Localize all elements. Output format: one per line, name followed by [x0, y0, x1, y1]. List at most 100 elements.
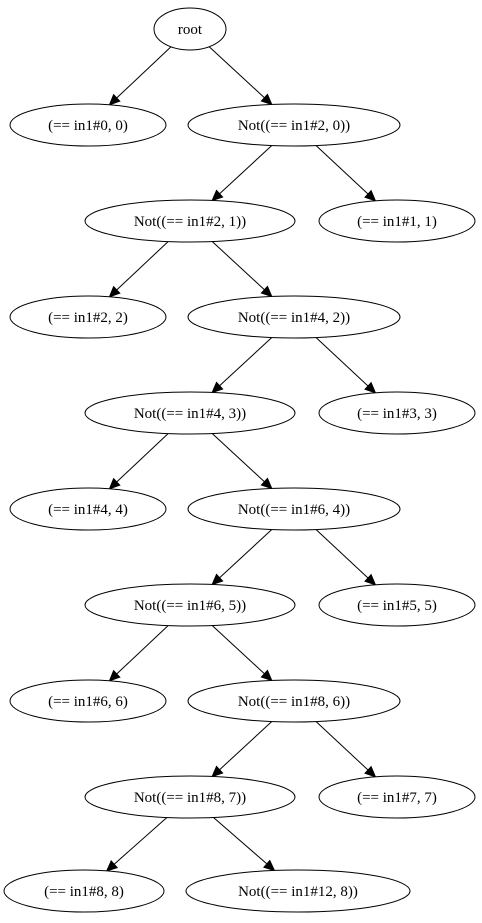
tree-node-not43: Not((== in1#4, 3)) [84, 391, 296, 435]
edge-not64-to-eq5 [315, 529, 377, 586]
node-ellipse [187, 103, 401, 147]
arrowhead-icon [263, 859, 276, 872]
node-ellipse [9, 103, 167, 147]
tree-node-not87: Not((== in1#8, 7)) [84, 775, 296, 819]
node-label: (== in1#4, 4) [48, 502, 128, 518]
tree-node-not20: Not((== in1#2, 0)) [187, 103, 401, 147]
node-ellipse [187, 679, 401, 723]
arrowhead-icon [260, 285, 273, 298]
edge-line [213, 817, 268, 865]
tree-node-not65: Not((== in1#6, 5)) [84, 583, 296, 627]
tree-node-not42: Not((== in1#4, 2)) [187, 295, 401, 339]
edge-not87-to-not128 [213, 817, 276, 872]
node-ellipse [84, 199, 296, 243]
node-ellipse [84, 583, 296, 627]
edge-line [116, 433, 169, 483]
arrowhead-icon [260, 477, 273, 490]
node-ellipse [187, 295, 401, 339]
node-label: (== in1#0, 0) [48, 118, 128, 134]
edge-line [116, 625, 169, 675]
tree-node-not86: Not((== in1#8, 6)) [187, 679, 401, 723]
arrowhead-icon [364, 573, 377, 586]
node-label: Not((== in1#6, 4)) [238, 502, 350, 518]
edge-not20-to-eq1 [315, 145, 377, 202]
edge-not20-to-not21 [211, 145, 273, 202]
node-label: Not((== in1#4, 2)) [238, 310, 350, 326]
edge-not65-to-not86 [211, 625, 273, 682]
edge-not86-to-eq7 [315, 721, 377, 778]
node-label: Not((== in1#4, 3)) [134, 406, 246, 422]
arrowhead-icon [108, 93, 121, 106]
arrowhead-icon [364, 765, 377, 778]
edge-not65-to-eq6 [108, 625, 169, 682]
edge-line [211, 625, 265, 675]
arrowhead-icon [108, 477, 121, 490]
arrowhead-icon [211, 381, 224, 394]
tree-node-eq5: (== in1#5, 5) [318, 583, 476, 627]
edge-not64-to-not65 [211, 529, 273, 586]
node-ellipse [3, 869, 165, 913]
node-label: root [178, 22, 203, 38]
edge-line [219, 529, 273, 579]
edge-not42-to-eq3 [315, 337, 377, 394]
node-label: Not((== in1#6, 5)) [134, 598, 246, 614]
arrowhead-icon [211, 573, 224, 586]
node-ellipse [9, 487, 167, 531]
tree-edges [105, 46, 377, 872]
edge-line [116, 241, 169, 291]
arrowhead-icon [364, 381, 377, 394]
node-ellipse [9, 295, 167, 339]
node-ellipse [185, 869, 411, 913]
tree-node-not64: Not((== in1#6, 4)) [187, 487, 401, 531]
arrowhead-icon [108, 285, 121, 298]
edge-line [315, 337, 369, 387]
edge-not42-to-not43 [211, 337, 273, 394]
edge-line [208, 46, 265, 99]
edge-line [116, 46, 172, 99]
arrowhead-icon [105, 859, 119, 872]
node-label: (== in1#7, 7) [357, 790, 437, 806]
edge-line [315, 721, 369, 771]
node-ellipse [84, 775, 296, 819]
node-label: Not((== in1#12, 8)) [238, 884, 358, 900]
edge-not86-to-not87 [211, 721, 273, 778]
edge-line [219, 337, 273, 387]
arrowhead-icon [260, 669, 273, 682]
arrowhead-icon [108, 669, 121, 682]
edge-not21-to-eq2 [108, 241, 169, 298]
edge-line [219, 721, 273, 771]
node-label: Not((== in1#8, 6)) [238, 694, 350, 710]
tree-node-eq8: (== in1#8, 8) [3, 869, 165, 913]
node-ellipse [318, 199, 476, 243]
tree-node-eq1: (== in1#1, 1) [318, 199, 476, 243]
arrowhead-icon [211, 189, 224, 202]
tree-node-eq7: (== in1#7, 7) [318, 775, 476, 819]
tree-node-not128: Not((== in1#12, 8)) [185, 869, 411, 913]
edge-not21-to-not42 [211, 241, 273, 298]
tree-node-eq6: (== in1#6, 6) [9, 679, 167, 723]
tree-node-root: root [153, 7, 227, 51]
node-label: (== in1#8, 8) [44, 884, 124, 900]
edge-line [315, 529, 369, 579]
edge-not43-to-eq4 [108, 433, 169, 490]
node-ellipse [84, 391, 296, 435]
tree-node-eq0: (== in1#0, 0) [9, 103, 167, 147]
node-ellipse [187, 487, 401, 531]
node-ellipse [318, 775, 476, 819]
tree-node-eq3: (== in1#3, 3) [318, 391, 476, 435]
tree-node-not21: Not((== in1#2, 1)) [84, 199, 296, 243]
edge-line [211, 433, 265, 483]
node-ellipse [318, 391, 476, 435]
node-label: (== in1#2, 2) [48, 310, 128, 326]
arrowhead-icon [211, 765, 224, 778]
node-label: (== in1#1, 1) [357, 214, 437, 230]
node-ellipse [318, 583, 476, 627]
arrowhead-icon [364, 189, 377, 202]
node-label: (== in1#6, 6) [48, 694, 128, 710]
node-label: Not((== in1#2, 0)) [238, 118, 350, 134]
arrowhead-icon [260, 93, 273, 106]
tree-nodes: root (== in1#0, 0) Not((== in1#2, 0)) Not((… [3, 7, 476, 913]
node-label: Not((== in1#2, 1)) [134, 214, 246, 230]
edge-line [113, 817, 168, 865]
